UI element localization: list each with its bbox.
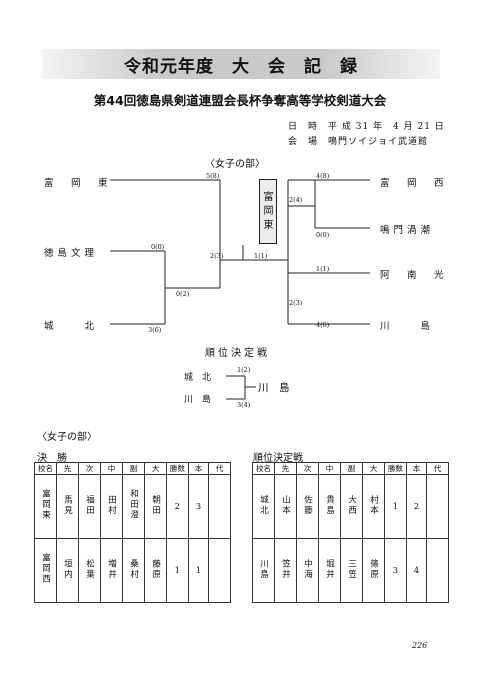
- page-number: 226: [412, 641, 428, 650]
- score-l1: 5(8): [206, 172, 220, 180]
- player: 田村: [106, 494, 117, 516]
- header-mid: 中: [318, 462, 342, 475]
- school-name: 城北: [258, 494, 269, 516]
- header-2nd: 次: [78, 462, 102, 475]
- placement-winner: 川 島: [258, 382, 290, 394]
- placement-title: 順位決定戦: [205, 348, 270, 359]
- score-center-left: 2(3): [210, 252, 224, 260]
- score-l4: 3(6): [148, 326, 162, 334]
- header-wins: 勝数: [384, 462, 407, 475]
- score-r4: 1(1): [316, 265, 330, 273]
- placement-table-label: 順位決定戦: [253, 453, 303, 464]
- title-band: [42, 49, 440, 79]
- wins: 1: [166, 538, 189, 603]
- team-right-2: 鳴門渦潮: [380, 225, 435, 236]
- placement-result-table: 校名 先 次 中 副 大 勝数 本 代 城北 山本 佐藤 貴島 大西 村本 1 …: [251, 462, 449, 603]
- header-vice: 副: [340, 462, 364, 475]
- score-l2: 0(0): [151, 243, 165, 251]
- player: 藤原: [150, 558, 161, 580]
- player: 大西: [346, 494, 357, 516]
- header-1st: 先: [274, 462, 298, 475]
- player: 増井: [106, 558, 117, 580]
- header-2nd: 次: [296, 462, 320, 475]
- score-r6: 4(6): [316, 321, 330, 329]
- header-points: 本: [405, 462, 428, 475]
- player: 朝田: [150, 494, 161, 516]
- header-mid: 中: [100, 462, 124, 475]
- champion-box: 富岡東: [259, 179, 277, 244]
- header-rep: 代: [208, 462, 231, 475]
- event-venue: 会 場 鳴門ソイジョイ武道館: [288, 137, 429, 147]
- score-r1: 4(8): [316, 172, 330, 180]
- score-center-right: 1(1): [254, 252, 268, 260]
- player: 篠原: [368, 558, 379, 580]
- score-r5: 2(3): [289, 299, 303, 307]
- team-right-4: 川 島: [380, 321, 435, 332]
- final-table: 校名 先 次 中 副 大 勝数 本 代 富岡東 馬見 福田 田村 和田澄 朝田 …: [33, 462, 231, 603]
- player: 桑村: [128, 558, 139, 580]
- score-l3: 0(2): [176, 290, 190, 298]
- header-1st: 先: [56, 462, 80, 475]
- final-label: 決 勝: [37, 453, 67, 464]
- player: 村本: [368, 494, 379, 516]
- team-left-2: 徳島文理: [44, 248, 99, 259]
- header-points: 本: [187, 462, 210, 475]
- school-name: 富岡西: [40, 553, 51, 585]
- player: 堀井: [324, 558, 335, 580]
- placement-score-a: 1(2): [237, 366, 251, 374]
- player: 松葉: [84, 558, 95, 580]
- score-r3: 0(0): [316, 231, 330, 239]
- header-wins: 勝数: [166, 462, 189, 475]
- header-vice: 副: [122, 462, 146, 475]
- player: 馬見: [62, 494, 73, 516]
- player: 笠井: [280, 558, 291, 580]
- placement-team-b: 川 島: [184, 395, 212, 405]
- score-r2: 2(4): [289, 196, 303, 204]
- tournament-subtitle: 第44回徳島県剣道連盟会長杯争奪高等学校剣道大会: [93, 93, 387, 108]
- results-section-title: 〈女子の部〉: [37, 432, 97, 443]
- wins: 3: [384, 538, 407, 603]
- header-captain: 大: [362, 462, 386, 475]
- team-right-1: 富 岡 西: [380, 178, 448, 189]
- team-left-3: 城 北: [44, 321, 99, 332]
- event-date: 日 時 平 成 31 年 4 月 21 日: [288, 122, 445, 132]
- points: 2: [405, 474, 428, 539]
- points: 4: [405, 538, 428, 603]
- player: 佐藤: [302, 494, 313, 516]
- player: 貴島: [324, 494, 335, 516]
- player: 福田: [84, 494, 95, 516]
- player: 三笠: [346, 558, 357, 580]
- player: 山本: [280, 494, 291, 516]
- school-name: 川島: [258, 558, 269, 580]
- player: 垣内: [62, 558, 73, 580]
- header-rep: 代: [426, 462, 449, 475]
- player: 和田澄: [128, 489, 139, 521]
- team-right-3: 阿 南 光: [380, 270, 448, 281]
- placement-score-b: 3(4): [237, 401, 251, 409]
- header-school: 校名: [251, 462, 276, 475]
- points: 3: [187, 474, 210, 539]
- placement-team-a: 城 北: [184, 373, 212, 383]
- header-school: 校名: [33, 462, 58, 475]
- points: 1: [187, 538, 210, 603]
- page-title: 令和元年度 大 会 記 録: [124, 57, 358, 77]
- wins: 1: [384, 474, 407, 539]
- header-captain: 大: [144, 462, 168, 475]
- team-left-1: 富 岡 東: [44, 178, 112, 189]
- bracket-section-title: 〈女子の部〉: [205, 159, 265, 170]
- wins: 2: [166, 474, 189, 539]
- player: 中海: [302, 558, 313, 580]
- school-name: 富岡東: [40, 489, 51, 521]
